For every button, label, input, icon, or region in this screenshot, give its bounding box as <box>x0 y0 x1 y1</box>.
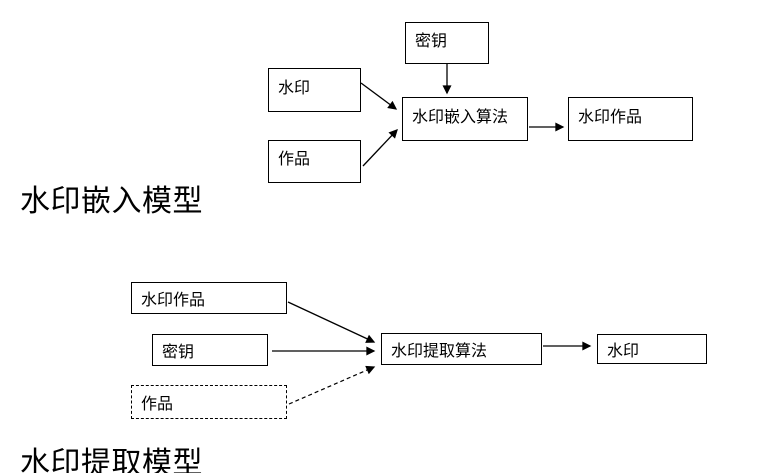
extract-work-box-dashed: 作品 <box>131 385 287 419</box>
extract-work-label: 作品 <box>141 396 174 413</box>
extract-result-label: 水印 <box>607 343 640 360</box>
extract-watermarked-work-label: 水印作品 <box>141 292 206 309</box>
arrow-watermark-to-embed-algorithm <box>360 82 398 110</box>
extract-algorithm-label: 水印提取算法 <box>391 343 488 360</box>
embed-watermark-box: 水印 <box>268 68 361 112</box>
extract-watermarked-work-box: 水印作品 <box>131 282 287 314</box>
extract-result-box: 水印 <box>597 334 707 364</box>
embed-key-label: 密钥 <box>415 32 448 50</box>
embed-algorithm-label: 水印嵌入算法 <box>412 108 509 126</box>
extract-key-label: 密钥 <box>162 344 195 361</box>
arrow-work-to-embed-algorithm <box>362 129 398 167</box>
embed-algorithm-box: 水印嵌入算法 <box>402 97 528 141</box>
embed-work-label: 作品 <box>278 151 311 168</box>
extraction-model-title: 水印提取模型 <box>20 447 203 473</box>
embedding-model-title: 水印嵌入模型 <box>20 185 203 218</box>
embed-work-box: 作品 <box>268 140 361 183</box>
extract-algorithm-box: 水印提取算法 <box>381 333 542 365</box>
arrow-watermarked-work-to-extract-algorithm <box>287 301 376 343</box>
embed-result-box: 水印作品 <box>568 97 693 141</box>
embed-key-box: 密钥 <box>405 22 489 64</box>
embed-watermark-label: 水印 <box>278 79 311 97</box>
extract-key-box: 密钥 <box>152 334 268 366</box>
embed-result-label: 水印作品 <box>578 108 643 126</box>
arrow-work-to-extract-algorithm-dashed <box>288 365 376 405</box>
